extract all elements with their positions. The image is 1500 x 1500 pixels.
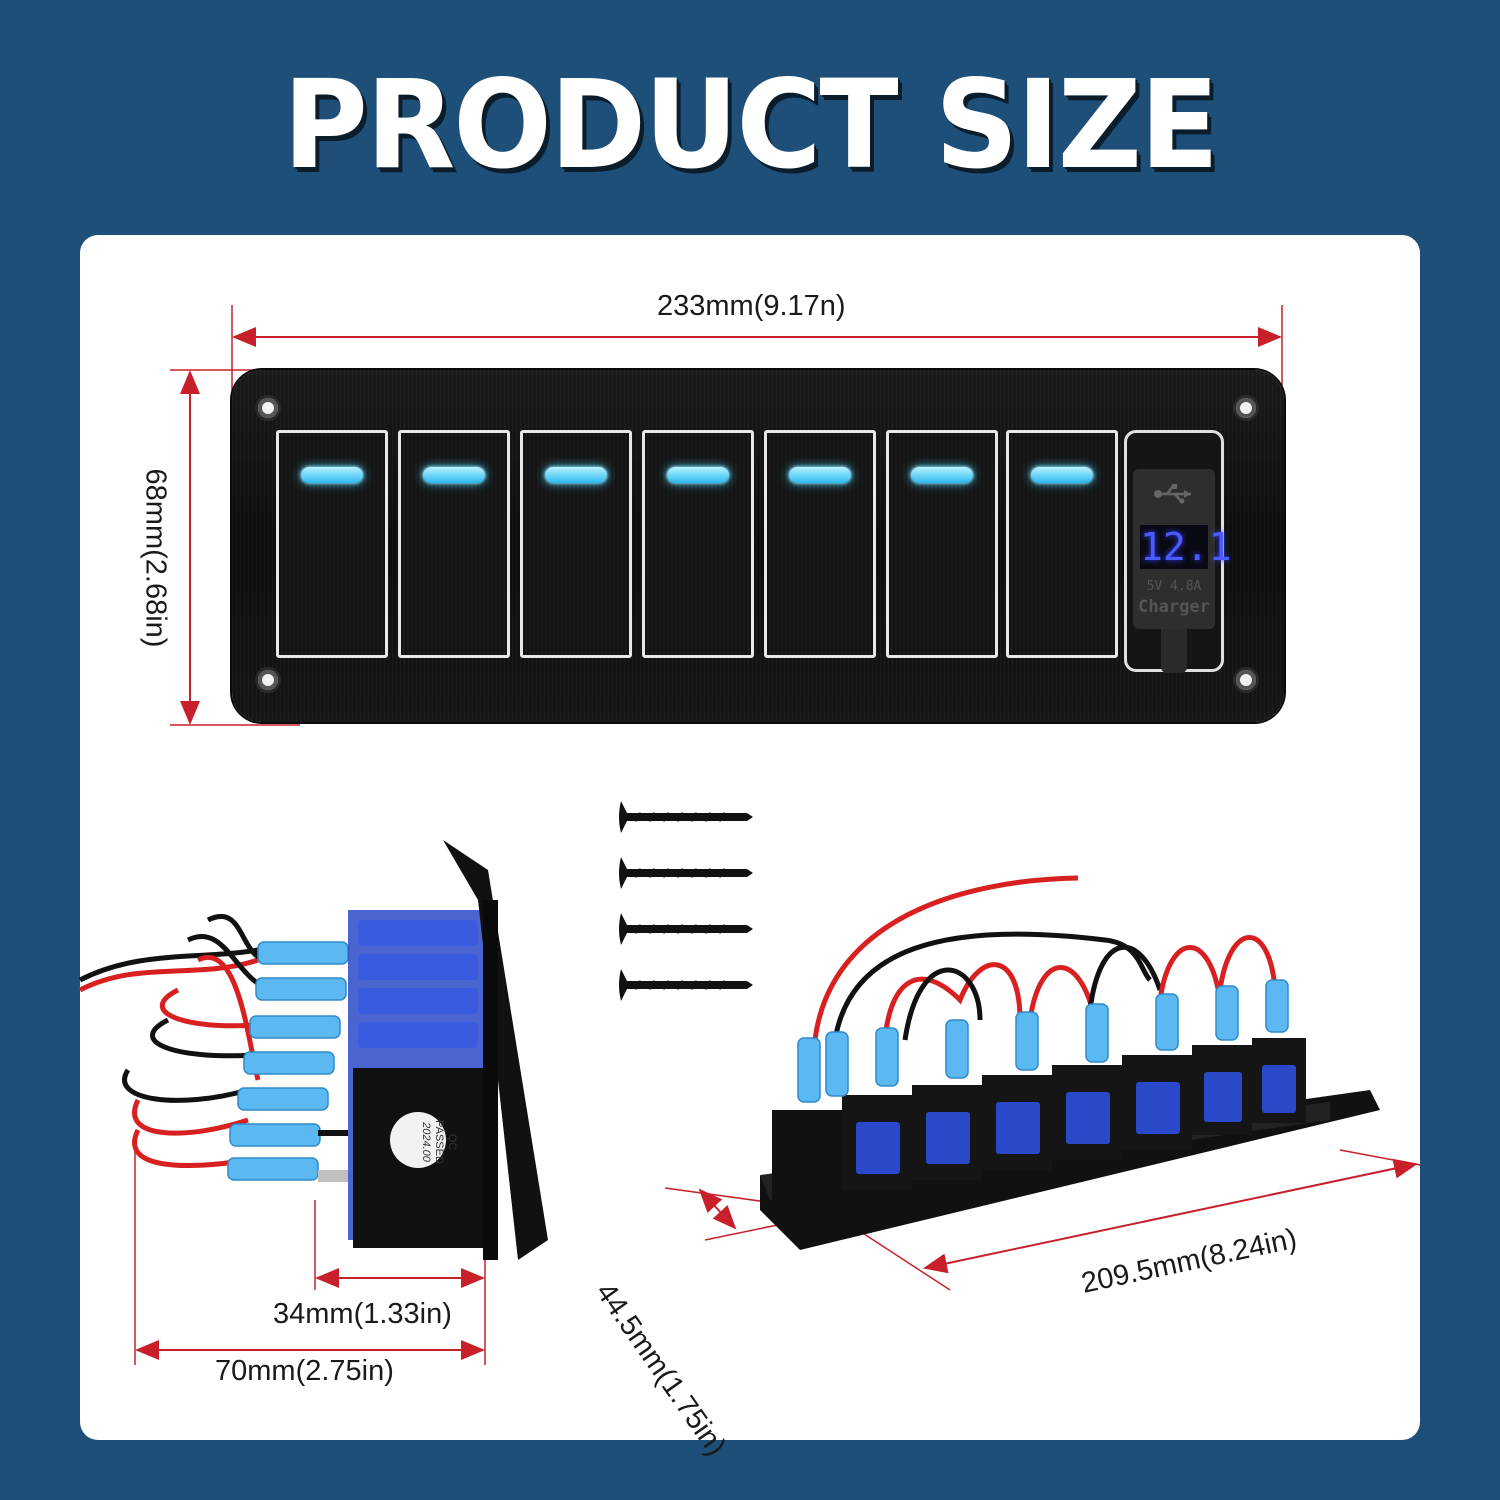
- rocker-switch-1[interactable]: [276, 430, 388, 658]
- charger-label: Charger: [1138, 597, 1210, 617]
- screw-icon: [619, 801, 753, 833]
- usb-charger-module[interactable]: 12.1 5V 4.8A Charger: [1124, 430, 1232, 673]
- side-view-illustration: [78, 840, 548, 1260]
- rocker-switch-4[interactable]: [642, 430, 754, 658]
- mount-hole-top-right: [1236, 398, 1256, 418]
- screw-icon: [619, 913, 753, 945]
- rocker-switch-7[interactable]: [1006, 430, 1118, 658]
- front-panel: 12.1 5V 4.8A Charger: [232, 370, 1284, 722]
- height-dimension-label: 68mm(2.68in): [139, 468, 172, 648]
- charger-rating: 5V 4.8A: [1146, 579, 1202, 594]
- mount-hole-bottom-right: [1236, 670, 1256, 690]
- rocker-switch-2[interactable]: [398, 430, 510, 658]
- mount-hole-top-left: [258, 398, 278, 418]
- page-title: PRODUCT SIZE: [282, 54, 1219, 197]
- led-indicator: [545, 467, 607, 483]
- led-indicator: [667, 467, 729, 483]
- screw-icon: [619, 857, 753, 889]
- rocker-switch-6[interactable]: [886, 430, 998, 658]
- qc-sticker: QC PASSED 2024.00: [394, 1114, 458, 1170]
- back-view-illustration: [760, 875, 1380, 1250]
- rocker-switch-5[interactable]: [764, 430, 876, 658]
- led-indicator: [301, 467, 363, 483]
- led-indicator: [911, 467, 973, 483]
- usb-dust-cap[interactable]: [1161, 629, 1187, 673]
- led-indicator: [1031, 467, 1093, 483]
- led-indicator: [423, 467, 485, 483]
- voltmeter-display: 12.1: [1140, 525, 1232, 569]
- usb-icon: [1154, 484, 1191, 504]
- width-dimension-label: 233mm(9.17n): [657, 290, 846, 322]
- screw-icon: [619, 969, 753, 1001]
- mounting-screws: [619, 801, 753, 1001]
- rocker-switch-3[interactable]: [520, 430, 632, 658]
- mount-hole-bottom-left: [258, 670, 278, 690]
- qc-line-3: 2024.00: [420, 1122, 432, 1162]
- led-indicator: [789, 467, 851, 483]
- qc-line-2: PASSED: [433, 1120, 445, 1164]
- qc-line-1: QC: [446, 1133, 458, 1151]
- outer-depth-label: 70mm(2.75in): [215, 1355, 394, 1387]
- inner-depth-label: 34mm(1.33in): [273, 1298, 452, 1330]
